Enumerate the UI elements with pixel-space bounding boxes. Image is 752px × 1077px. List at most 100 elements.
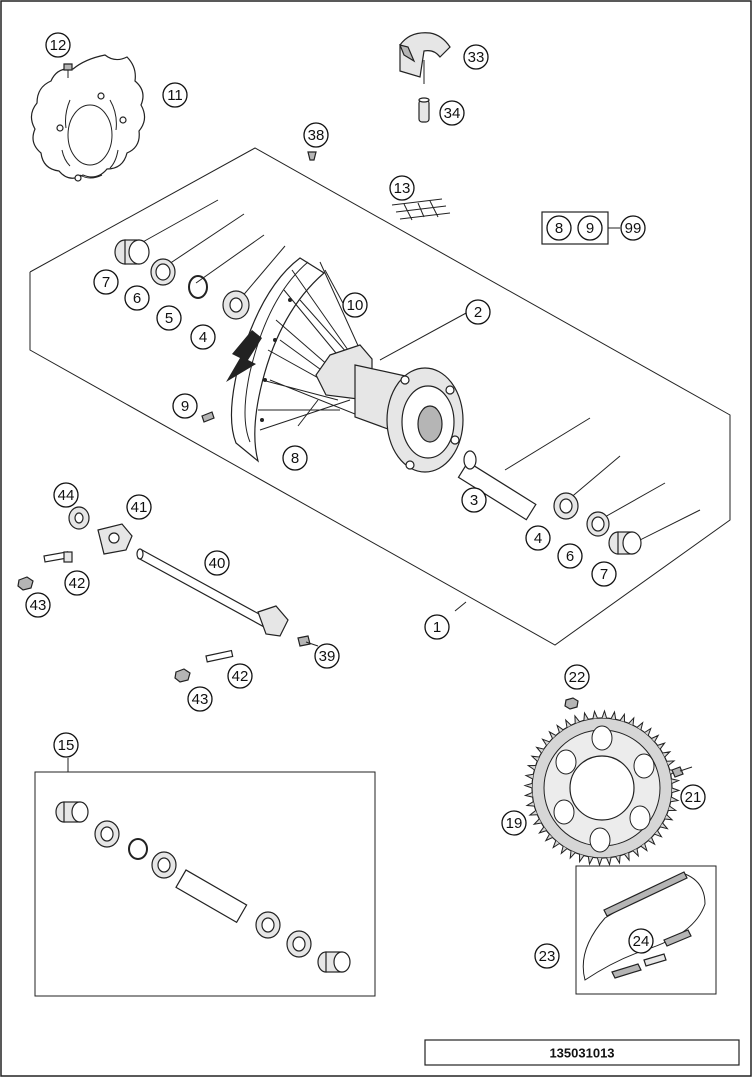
callout-circle [93, 269, 119, 295]
wheel-hub [315, 344, 464, 473]
callout-2: 2 [465, 299, 491, 325]
callout-label: 39 [319, 648, 336, 665]
callout-44: 44 [53, 482, 79, 508]
callout-19: 19 [501, 810, 527, 836]
callout-label: 42 [69, 575, 86, 592]
svg-text:99: 99 [625, 220, 642, 237]
callout-circle [424, 614, 450, 640]
callout-34: 34 [439, 100, 465, 126]
callout-circle [534, 943, 560, 969]
callout-circle [342, 292, 368, 318]
callout-layer: 1234456677891011121315192122232433343839… [25, 32, 706, 969]
callout-10: 10 [342, 292, 368, 318]
callout-circle [64, 570, 90, 596]
callout-label: 7 [102, 274, 110, 291]
adjuster-screw-lower [205, 649, 234, 663]
callout-5: 5 [156, 305, 182, 331]
callout-label: 6 [566, 548, 574, 565]
callout-7: 7 [591, 561, 617, 587]
callout-label: 22 [569, 669, 586, 686]
adjuster-screw-upper [43, 551, 73, 563]
callout-1: 1 [424, 614, 450, 640]
callout-circle [564, 664, 590, 690]
callout-circle [124, 285, 150, 311]
callout-circle [204, 550, 230, 576]
kit-part-callout-8: 8 [546, 215, 572, 241]
callout-label: 44 [58, 487, 75, 504]
brake-disc [30, 54, 146, 182]
callout-label: 10 [347, 297, 364, 314]
adjuster-nut-upper [17, 576, 34, 591]
callout-22: 22 [564, 664, 590, 690]
guide-spacer [418, 97, 430, 123]
callout-label: 33 [468, 49, 485, 66]
callout-21: 21 [680, 784, 706, 810]
callout-label: 5 [165, 310, 173, 327]
callout-label: 24 [633, 933, 650, 950]
callout-circle [227, 663, 253, 689]
callout-label: 7 [600, 566, 608, 583]
callout-circle [525, 525, 551, 551]
chain-kit-frame [575, 865, 717, 995]
axle-nut [68, 506, 90, 530]
callout-43: 43 [25, 592, 51, 618]
callout-circle [439, 100, 465, 126]
callout-circle [557, 543, 583, 569]
callout-label: 42 [232, 668, 249, 685]
callout-3: 3 [461, 487, 487, 513]
adjuster-nut-lower [174, 668, 191, 683]
callout-43: 43 [187, 686, 213, 712]
callout-4: 4 [190, 324, 216, 350]
right-bearing-set [457, 450, 642, 555]
callout-6: 6 [557, 543, 583, 569]
valve-cap [307, 151, 317, 161]
callout-circle [45, 32, 71, 58]
callout-9: 9 [172, 393, 198, 419]
callout-label: 43 [192, 691, 209, 708]
callout-circle [187, 686, 213, 712]
callout-4: 4 [525, 525, 551, 551]
callout-42: 42 [227, 663, 253, 689]
callout-6: 6 [124, 285, 150, 311]
kit-callout-99: 99 [620, 215, 646, 241]
rear-sprocket [523, 709, 681, 867]
drive-chain [582, 871, 706, 981]
callout-label: 43 [30, 597, 47, 614]
callout-label: 41 [131, 499, 148, 516]
callout-42: 42 [64, 570, 90, 596]
callout-circle [53, 482, 79, 508]
callout-label: 2 [474, 304, 482, 321]
callout-label: 6 [133, 290, 141, 307]
chain-master-link [611, 953, 667, 979]
callout-label: 19 [506, 815, 523, 832]
callout-label: 40 [209, 555, 226, 572]
bearing-kit-frame [34, 758, 376, 997]
callout-circle [303, 122, 329, 148]
sprocket-teeth [523, 709, 681, 867]
callout-label: 12 [50, 37, 67, 54]
callout-label: 11 [167, 87, 183, 104]
callout-circle [190, 324, 216, 350]
callout-circle [314, 643, 340, 669]
callout-33: 33 [463, 44, 489, 70]
disc-bolt [63, 63, 73, 78]
callout-label: 23 [539, 948, 556, 965]
callout-label: 3 [470, 492, 478, 509]
callout-circle [53, 732, 79, 758]
callout-circle [126, 494, 152, 520]
callout-23: 23 [534, 943, 560, 969]
callout-7: 7 [93, 269, 119, 295]
spoke-nipple [201, 411, 215, 423]
callout-label: 34 [444, 105, 461, 122]
callout-circle [628, 928, 654, 954]
svg-text:8: 8 [555, 220, 563, 237]
svg-text:9: 9 [586, 220, 594, 237]
callout-circle [389, 175, 415, 201]
callout-circle [461, 487, 487, 513]
callout-label: 15 [58, 737, 75, 754]
callout-12: 12 [45, 32, 71, 58]
callout-circle [25, 592, 51, 618]
callout-label: 4 [199, 329, 207, 346]
